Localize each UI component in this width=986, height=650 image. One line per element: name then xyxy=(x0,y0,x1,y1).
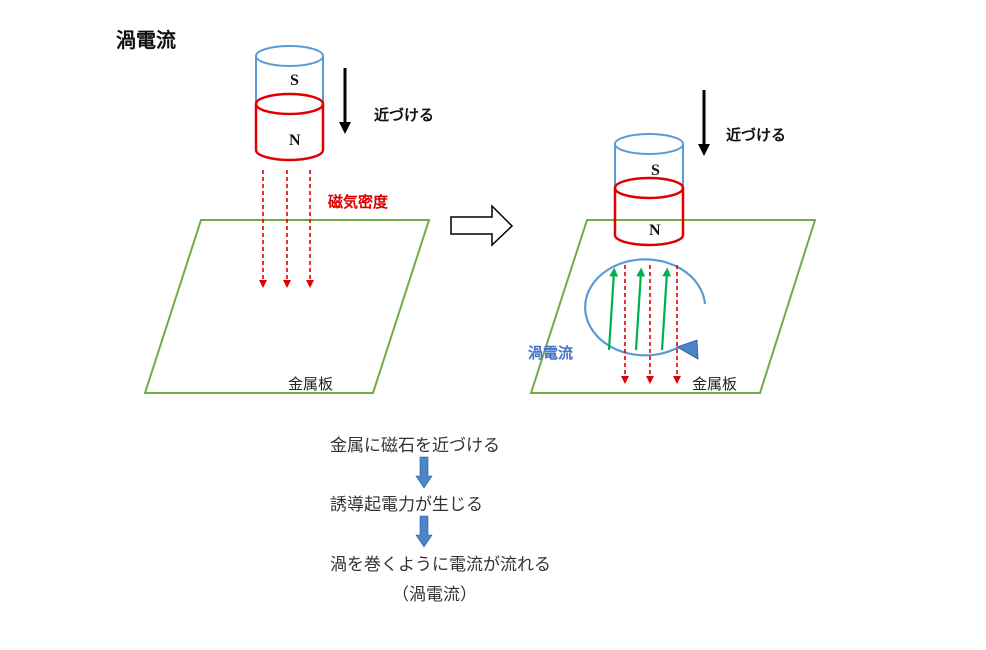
magnetic-flux-label: 磁気密度 xyxy=(328,193,389,211)
magnetic-flux-lines xyxy=(621,265,681,384)
flow-step-3: 渦を巻くように電流が流れる xyxy=(330,555,551,575)
magnet xyxy=(613,133,685,247)
induced-field-line xyxy=(607,267,619,351)
right-plate-label: 金属板 xyxy=(692,375,738,393)
page-title: 渦電流 xyxy=(116,28,176,52)
magnet-n-top xyxy=(613,176,685,200)
flow-down-arrow-icon xyxy=(415,456,433,489)
flow-step-2: 誘導起電力が生じる xyxy=(330,495,483,515)
metal-plate xyxy=(143,219,431,394)
left-magnet-n-label: N xyxy=(289,132,301,149)
eddy-current-arrowhead-icon xyxy=(676,339,699,360)
right-magnet-s-label: S xyxy=(651,162,660,179)
magnet-s-top xyxy=(614,133,684,155)
left-panel xyxy=(143,45,431,394)
flow-arrows xyxy=(415,456,433,548)
left-magnet-s-label: S xyxy=(290,72,299,89)
right-approach-label: 近づける xyxy=(726,126,787,144)
transition-arrow-icon xyxy=(450,204,514,247)
induced-field-line xyxy=(660,267,672,351)
flow-note: （渦電流） xyxy=(392,585,477,605)
magnetic-flux-lines xyxy=(259,170,314,288)
magnet-n-top xyxy=(254,92,325,116)
flow-step-1: 金属に磁石を近づける xyxy=(330,436,500,456)
magnet xyxy=(254,45,325,162)
eddy-current-loop xyxy=(584,258,707,357)
metal-plate xyxy=(529,219,817,394)
right-panel xyxy=(529,90,817,394)
flow-down-arrow-icon xyxy=(415,515,433,548)
left-approach-label: 近づける xyxy=(374,106,435,124)
induced-field-lines xyxy=(607,267,672,351)
left-plate-label: 金属板 xyxy=(288,375,334,393)
right-magnet-n-label: N xyxy=(649,222,661,239)
induced-field-line xyxy=(634,267,646,351)
eddy-current-label: 渦電流 xyxy=(528,344,574,362)
magnet-s-top xyxy=(255,45,324,67)
